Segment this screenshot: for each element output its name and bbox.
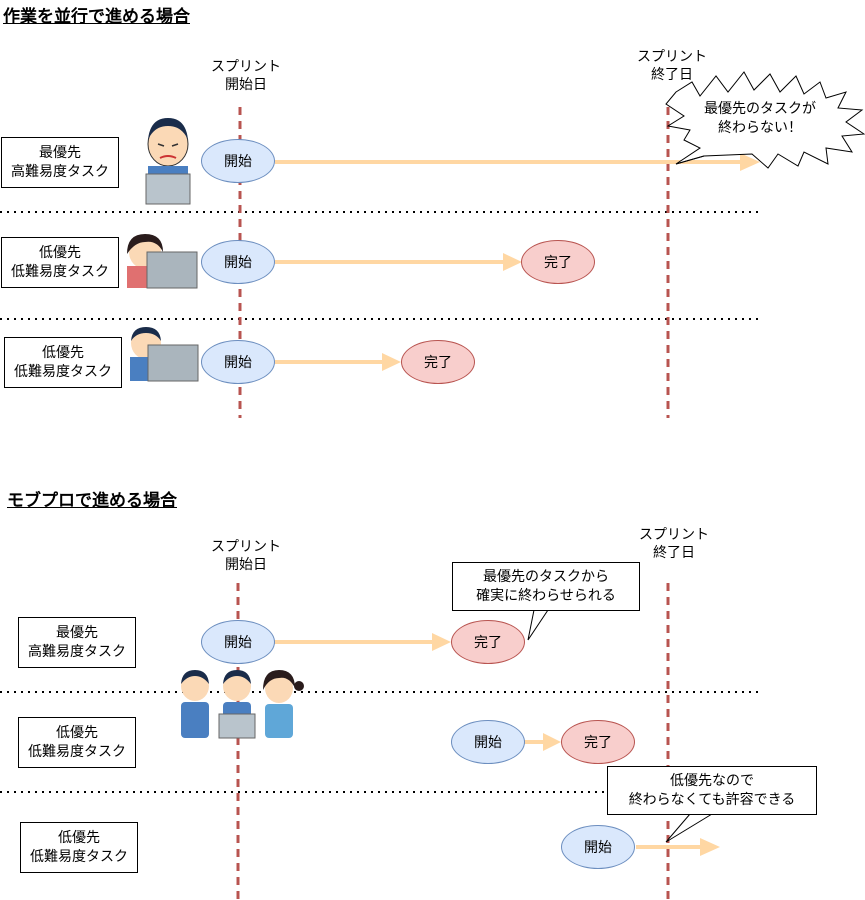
section-title-mob: モブプロで進める場合 xyxy=(7,491,177,511)
done-node: 完了 xyxy=(561,720,635,764)
start-node: 開始 xyxy=(201,240,275,284)
start-node: 開始 xyxy=(201,340,275,384)
burst-pointer xyxy=(675,155,705,165)
done-node: 完了 xyxy=(401,340,475,384)
done-node: 完了 xyxy=(451,620,525,664)
callout-top: 最優先のタスクから 確実に終わらせられる xyxy=(452,562,640,611)
section-title-parallel: 作業を並行で進める場合 xyxy=(3,7,190,27)
callout-pointer xyxy=(665,813,713,843)
task-box: 低優先 低難易度タスク xyxy=(18,717,136,768)
task-box: 低優先 低難易度タスク xyxy=(4,337,122,388)
burst-callout-text: 最優先のタスクが 終わらない！ xyxy=(704,101,816,136)
arrow-head xyxy=(382,353,401,371)
sprint-end-label: スプリント 終了日 xyxy=(639,527,709,561)
sprint-end-label: スプリント 終了日 xyxy=(637,49,707,83)
sprint-start-label: スプリント 開始日 xyxy=(211,59,281,93)
done-node: 完了 xyxy=(521,240,595,284)
arrow-head xyxy=(503,253,522,271)
arrow-head xyxy=(700,838,720,856)
mob-programming-team-icon xyxy=(181,670,304,739)
stressed-worker-icon xyxy=(145,118,191,205)
start-node: 開始 xyxy=(201,620,275,664)
worker-man-icon xyxy=(130,327,199,382)
burst-shape xyxy=(665,71,865,169)
task-box: 低優先 低難易度タスク xyxy=(20,822,138,873)
arrow-head xyxy=(432,633,451,651)
task-box: 最優先 高難易度タスク xyxy=(1,137,119,188)
start-node: 開始 xyxy=(201,139,275,183)
callout-pointer xyxy=(527,609,549,641)
start-node: 開始 xyxy=(451,720,525,764)
arrow-head xyxy=(543,733,561,751)
task-box: 最優先 高難易度タスク xyxy=(18,617,136,668)
worker-woman-icon xyxy=(127,234,198,289)
task-box: 低優先 低難易度タスク xyxy=(1,237,119,288)
start-node: 開始 xyxy=(561,825,635,869)
sprint-start-label: スプリント 開始日 xyxy=(211,539,281,573)
callout-bottom: 低優先なので 終わらなくても許容できる xyxy=(607,766,817,815)
arrow-head xyxy=(740,153,760,171)
